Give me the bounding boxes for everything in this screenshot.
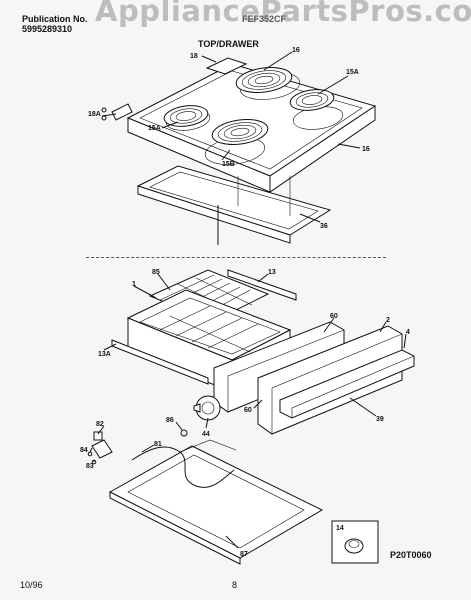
surface-element-left-small xyxy=(163,105,209,127)
bracket-18a xyxy=(101,103,133,121)
part-14-box xyxy=(331,520,379,564)
cooktop-side-skirt xyxy=(269,105,376,193)
callout-60-top: 60 xyxy=(330,313,338,320)
page-number: 8 xyxy=(232,580,238,590)
publication-label: Publication No. xyxy=(22,14,88,24)
drawer-rail-13a xyxy=(111,339,209,385)
leader-lines xyxy=(89,51,407,549)
callout-16-top: 16 xyxy=(292,47,300,54)
footer-date: 10/96 xyxy=(20,580,43,590)
surface-element-rear-large xyxy=(235,66,293,94)
callout-18a: 18A xyxy=(88,111,101,118)
callout-83: 83 xyxy=(86,463,94,470)
cooktop-bottom-tray xyxy=(136,165,332,245)
switch-assembly xyxy=(87,431,113,465)
surface-element-rear-small xyxy=(289,89,335,111)
callout-44: 44 xyxy=(202,431,210,438)
callout-labels: 18 16 15A 18A 15A 16 15B 36 85 13 1 60 2… xyxy=(80,47,410,558)
knob-icon xyxy=(344,538,364,554)
callout-15b: 15B xyxy=(222,161,235,168)
section-title: TOP/DRAWER xyxy=(198,39,259,49)
callout-36: 36 xyxy=(320,223,328,230)
bracket-18 xyxy=(205,57,248,75)
callout-18: 18 xyxy=(190,53,198,60)
callout-81: 81 xyxy=(154,441,162,448)
surface-element-front-large xyxy=(211,118,269,146)
callout-84: 84 xyxy=(80,447,88,454)
publication-number: 5995289310 xyxy=(22,24,73,34)
drawer-bottom-plate xyxy=(108,445,324,565)
callout-15a-right: 15A xyxy=(346,69,359,76)
callout-85: 85 xyxy=(152,269,160,276)
drawer-rail-13 xyxy=(227,269,297,301)
callout-4: 4 xyxy=(406,329,410,336)
wire-harness-81 xyxy=(131,446,235,488)
drawer-handle xyxy=(279,349,415,419)
model-number: FEF352CF xyxy=(242,14,287,24)
callout-87: 87 xyxy=(240,551,248,558)
callout-86: 86 xyxy=(166,417,174,424)
callout-2: 2 xyxy=(386,317,390,324)
callout-82: 82 xyxy=(96,421,104,428)
callout-13: 13 xyxy=(268,269,276,276)
callout-60-bottom: 60 xyxy=(244,407,252,414)
callout-16-side: 16 xyxy=(362,146,370,153)
callout-39: 39 xyxy=(376,416,384,423)
screw-86 xyxy=(180,429,188,437)
callout-1: 1 xyxy=(132,281,136,288)
section-divider xyxy=(86,257,386,258)
drawer-glide-44 xyxy=(193,395,221,421)
callout-13a: 13A xyxy=(98,351,111,358)
callout-14: 14 xyxy=(336,525,344,532)
callout-15a-left: 15A xyxy=(148,125,161,132)
diagram-code: P20T0060 xyxy=(390,550,432,560)
